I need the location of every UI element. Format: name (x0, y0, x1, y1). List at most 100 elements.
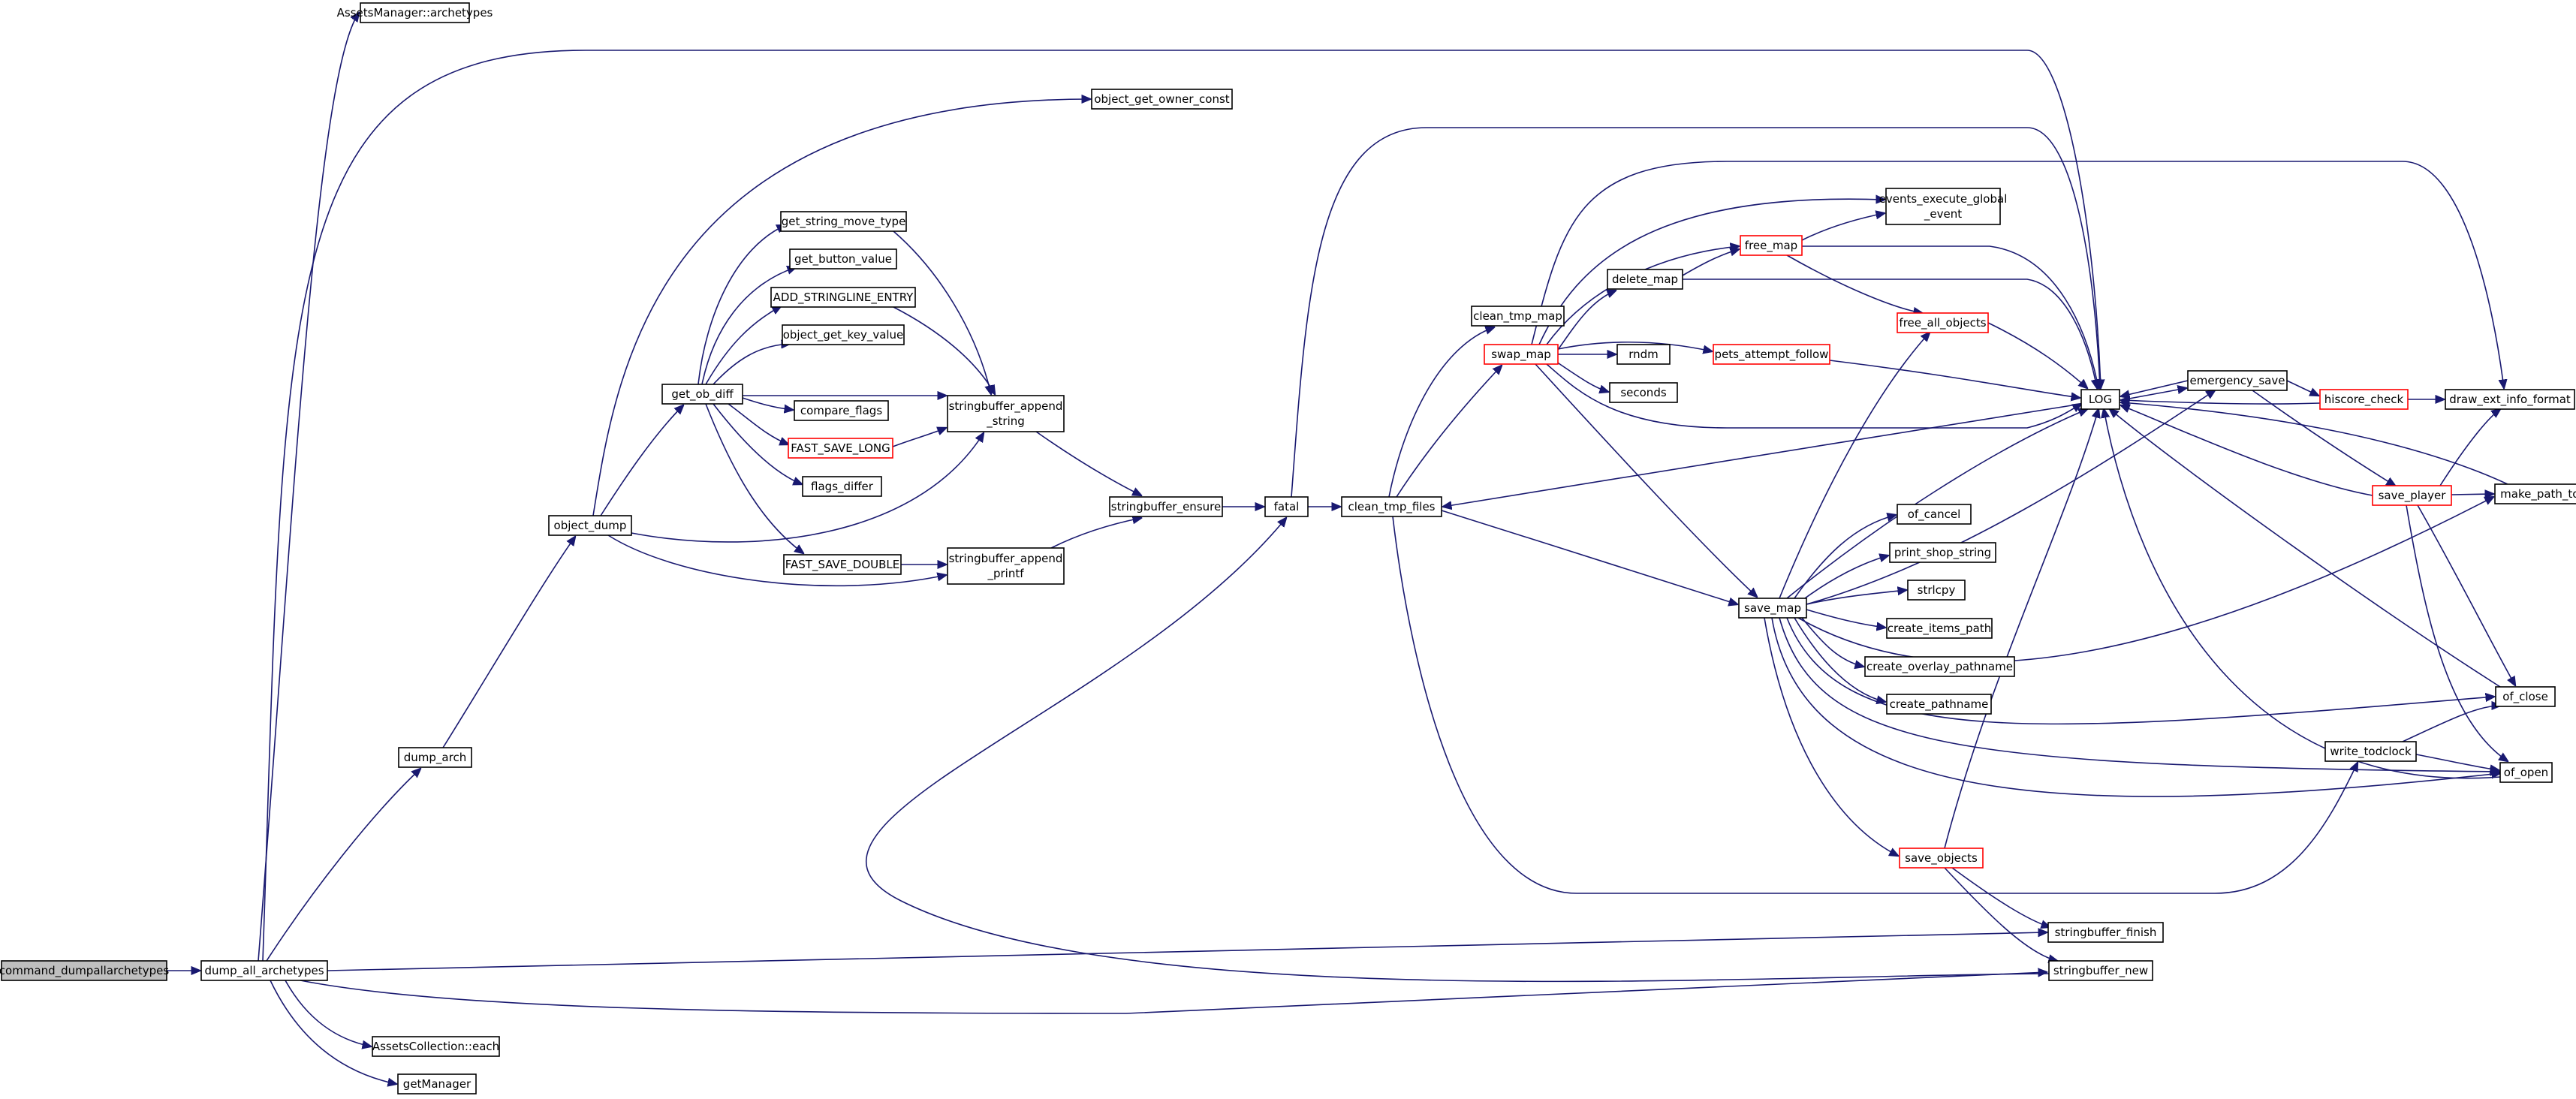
node-fatal[interactable]: fatal (1264, 496, 1309, 517)
node-dump-arch[interactable]: dump_arch (398, 747, 472, 768)
node-box (1899, 848, 1984, 869)
edge-object_dump-to-sb_append_printf (607, 534, 946, 587)
node-save-map[interactable]: save_map (1738, 598, 1807, 619)
node-label: stringbuffer_ensure (1111, 500, 1221, 514)
edge-swap_map-to-seconds (1553, 360, 1608, 392)
node-label: FAST_SAVE_LONG (791, 441, 890, 456)
node-cmd[interactable]: command_dumpallarchetypes (0, 960, 169, 981)
node-box (780, 211, 907, 232)
edge-swap_map-to-draw_ext (1531, 161, 2504, 388)
node-get-ob-diff[interactable]: get_ob_diff (661, 384, 743, 405)
edge-save_player-to-of_open (2406, 504, 2508, 761)
edge-sb_append_string-to-sb_ensure (1035, 431, 1141, 495)
node-label: of_cancel (1908, 507, 1961, 522)
node-print-shop[interactable]: print_shop_string (1889, 542, 1996, 563)
node-label: stringbuffer_append (949, 399, 1063, 414)
node-get-string-move[interactable]: get_string_move_type (780, 211, 907, 232)
node-box (788, 438, 893, 459)
node-seconds[interactable]: seconds (1609, 382, 1678, 403)
node-sb-finish[interactable]: stringbuffer_finish (2047, 922, 2164, 943)
node-box (2324, 741, 2417, 762)
edge-get_ob_diff-to-fast_save_long (728, 403, 788, 444)
node-pets-follow[interactable]: pets_attempt_follow (1713, 344, 1830, 365)
edge-save_map-to-strlcpy (1806, 590, 1906, 605)
node-label: LOG (2089, 393, 2112, 406)
node-clean-tmp-map[interactable]: clean_tmp_map (1471, 306, 1565, 327)
node-free-all[interactable]: free_all_objects (1897, 312, 1989, 333)
node-get-key-value[interactable]: object_get_key_value (782, 324, 905, 345)
node-sb-ensure[interactable]: stringbuffer_ensure (1109, 496, 1223, 517)
node-add-stringline[interactable]: ADD_STRINGLINE_ENTRY (770, 287, 916, 308)
node-flags-differ[interactable]: flags_differ (802, 476, 882, 497)
node-label: command_dumpallarchetypes (0, 964, 169, 978)
node-box (1889, 542, 1996, 563)
node-label: of_open (2504, 766, 2548, 780)
node-box (1607, 269, 1683, 290)
node-swap-map[interactable]: swap_map (1484, 344, 1559, 365)
node-label: _event (1924, 207, 1962, 221)
node-label: _string (986, 414, 1025, 429)
edge-fast_save_long-to-sb_append_string (892, 428, 946, 447)
node-sb-append-string[interactable]: stringbuffer_append_string (947, 395, 1065, 432)
edge-free_map-to-events (1801, 213, 1885, 241)
node-label: save_objects (1905, 851, 1978, 866)
edge-dump_all-to-sb_finish (327, 932, 2047, 971)
node-delete-map[interactable]: delete_map (1607, 269, 1683, 290)
node-create-pathname[interactable]: create_pathname (1886, 694, 1992, 715)
node-assets-each[interactable]: AssetsCollection::each (372, 1036, 500, 1057)
node-sb-new[interactable]: stringbuffer_new (2048, 960, 2153, 981)
edge-swap_map-to-log (1546, 363, 2081, 429)
node-box (2372, 485, 2452, 506)
node-of-cancel[interactable]: of_cancel (1897, 504, 1972, 525)
edge-save_map-to-create_overlay (1801, 617, 1863, 667)
node-label: dump_all_archetypes (204, 964, 324, 978)
node-assets-arch[interactable]: AssetsManager::archetypes (337, 2, 493, 23)
node-create-overlay[interactable]: create_overlay_pathname (1864, 656, 2015, 677)
node-label: hiscore_check (2324, 393, 2404, 407)
node-box (1264, 496, 1309, 517)
node-make-path[interactable]: make_path_to_file (2494, 483, 2576, 504)
node-fast-save-long[interactable]: FAST_SAVE_LONG (788, 438, 893, 459)
node-box (770, 287, 916, 308)
node-free-map[interactable]: free_map (1740, 235, 1803, 256)
node-dump-all[interactable]: dump_all_archetypes (200, 960, 328, 981)
node-box (1738, 598, 1807, 619)
node-of-close[interactable]: of_close (2495, 686, 2556, 707)
node-object-dump[interactable]: object_dump (548, 515, 632, 536)
node-save-player[interactable]: save_player (2372, 485, 2452, 506)
node-write-todclock[interactable]: write_todclock (2324, 741, 2417, 762)
node-create-items[interactable]: create_items_path (1886, 618, 1993, 639)
node-box (1, 960, 167, 981)
node-clean-tmp-files[interactable]: clean_tmp_files (1341, 496, 1442, 517)
node-box (1713, 344, 1830, 365)
node-sb-append-printf[interactable]: stringbuffer_append_printf (947, 547, 1065, 585)
node-hiscore[interactable]: hiscore_check (2319, 389, 2409, 410)
node-draw-ext[interactable]: draw_ext_info_format (2445, 389, 2575, 410)
node-label: ADD_STRINGLINE_ENTRY (773, 291, 914, 305)
node-box (1740, 235, 1803, 256)
node-box (200, 960, 328, 981)
node-label: free_all_objects (1899, 316, 1986, 330)
node-label: _printf (987, 567, 1024, 581)
edge-of_close-to-log (2110, 409, 2501, 688)
node-events[interactable]: events_execute_global_event (1879, 188, 2008, 225)
node-log[interactable]: LOG (2080, 389, 2120, 410)
node-compare-flags[interactable]: compare_flags (794, 400, 889, 421)
node-box (1886, 618, 1993, 639)
node-label: print_shop_string (1894, 546, 1991, 560)
node-of-open[interactable]: of_open (2499, 762, 2553, 783)
node-rndm[interactable]: rndm (1616, 344, 1671, 365)
node-save-objects[interactable]: save_objects (1899, 848, 1984, 869)
node-label: create_items_path (1888, 622, 1991, 636)
node-get-button[interactable]: get_button_value (789, 248, 897, 269)
node-get-manager[interactable]: getManager (397, 1073, 477, 1094)
node-emergency[interactable]: emergency_save (2187, 370, 2288, 391)
edge-free_map-to-free_all (1786, 254, 1922, 313)
edge-dump_all-to-log (262, 50, 2101, 962)
node-owner-const[interactable]: object_get_owner_const (1091, 89, 1233, 110)
edge-fatal-to-log (1291, 127, 2100, 498)
node-fast-save-double[interactable]: FAST_SAVE_DOUBLE (783, 554, 902, 575)
node-label: compare_flags (800, 404, 882, 418)
edge-save_map-to-save_objects (1764, 617, 1898, 856)
node-strlcpy[interactable]: strlcpy (1907, 580, 1966, 601)
